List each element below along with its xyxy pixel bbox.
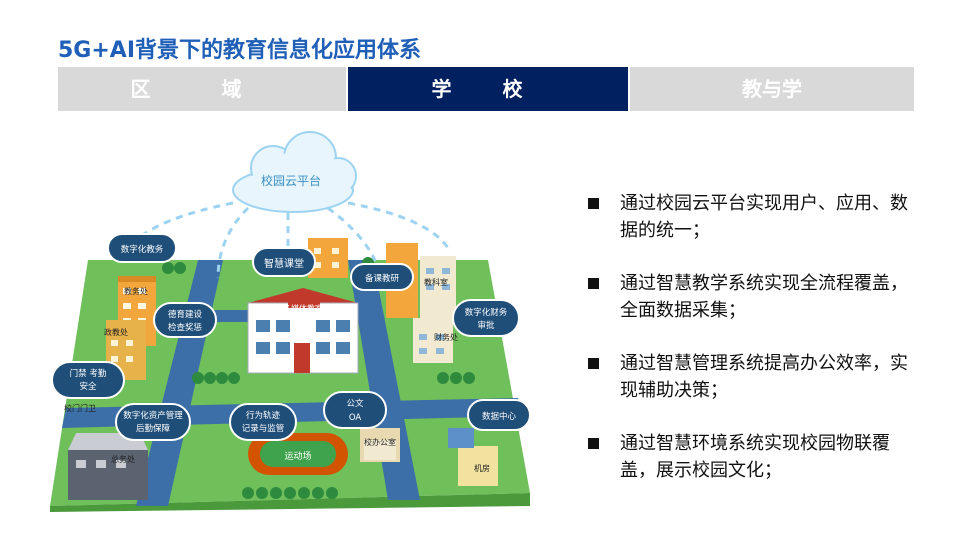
building-office [360,428,400,462]
cloud-label: 校园云平台 [261,173,321,188]
bubble-label: 门禁 考勤 [70,368,107,379]
trees [162,257,475,499]
bubble-finance [452,299,520,337]
building-finance [413,318,453,363]
bullet-text: 通过智慧教学系统实现全流程覆盖，全面数据采集； [620,273,908,321]
square-bullet-icon [588,278,599,289]
bubble-asset [115,403,191,441]
label-field: 运动场 [284,451,311,462]
tab-region[interactable]: 区 域 [58,67,346,111]
bubble-label: 公文 [346,398,364,409]
bubble-moral [153,302,217,338]
label-office: 校办公室 [364,437,396,447]
bubble-label: 后勤保障 [136,423,171,434]
bubble-smart-class [252,247,316,277]
building-general [68,433,148,500]
label-politics: 政教处 [104,327,128,337]
bubble-label: 德育建设 [168,309,203,320]
tab-teaching[interactable]: 教与学 [630,67,914,111]
square-bullet-icon [588,198,599,209]
bullet-list: 通过校园云平台实现用户、应用、数据的统一； 通过智慧教学系统实现全流程覆盖，全面… [588,190,908,510]
bullet-item: 通过智慧环境系统实现校园物联覆盖，展示校园文化； [588,430,908,484]
bubble-label: 数据中心 [482,411,517,422]
bubble-digital-affairs [107,233,177,263]
label-media-classroom: 多媒体教室 [283,303,323,313]
campus-illustration: 校园云平台 教务处 政教处 多媒体教室 教科室 财务处 总务处 校门门卫 [50,131,531,512]
building-media-classroom [247,288,359,374]
bullet-item: 通过智慧管理系统提高办公效率，实现辅助决策； [588,350,908,404]
bubble-label: 行为轨迹 [246,410,281,421]
square-bullet-icon [588,438,599,449]
cloud-platform-icon [232,131,357,213]
bullet-text: 通过智慧环境系统实现校园物联覆盖，展示校园文化； [620,433,890,481]
tab-bar: 区 域 学 校 教与学 [58,67,914,111]
label-server: 机房 [474,463,490,473]
square-bullet-icon [588,358,599,369]
bubble-teaching-research [350,263,414,291]
label-academic: 教务处 [124,286,148,296]
bullet-text: 通过智慧管理系统提高办公效率，实现辅助决策； [620,353,908,401]
bubble-label: 数字化教务 [121,244,164,255]
bubble-gate [51,361,125,399]
label-finance: 财务处 [434,332,458,342]
bullet-text: 通过校园云平台实现用户、应用、数据的统一； [620,193,908,241]
bullet-item: 通过智慧教学系统实现全流程覆盖，全面数据采集； [588,270,908,324]
bubble-label: 审批 [477,320,495,331]
bubble-track [229,403,297,441]
label-gate: 校门门卫 [64,403,96,413]
bubble-datacenter [467,399,531,431]
page-title: 5G+AI背景下的教育信息化应用体系 [58,38,422,63]
label-general: 总务处 [111,454,135,464]
bubble-label: 智慧课堂 [264,257,304,270]
tab-school[interactable]: 学 校 [348,67,628,111]
bubble-label: 备课教研 [365,273,400,284]
bubble-label: 数字化财务 [465,307,508,318]
bubble-oa [323,391,387,429]
bubble-label: 记录与监管 [242,423,285,434]
sports-field [248,433,348,475]
bubble-label: 检查奖惩 [168,322,203,333]
bubble-label: 安全 [79,381,97,392]
bullet-item: 通过校园云平台实现用户、应用、数据的统一； [588,190,908,244]
building-server-room [448,428,498,486]
bubble-label: 数字化资产管理 [123,410,183,421]
bubble-label: OA [349,413,362,423]
label-lab: 教科室 [424,277,448,287]
